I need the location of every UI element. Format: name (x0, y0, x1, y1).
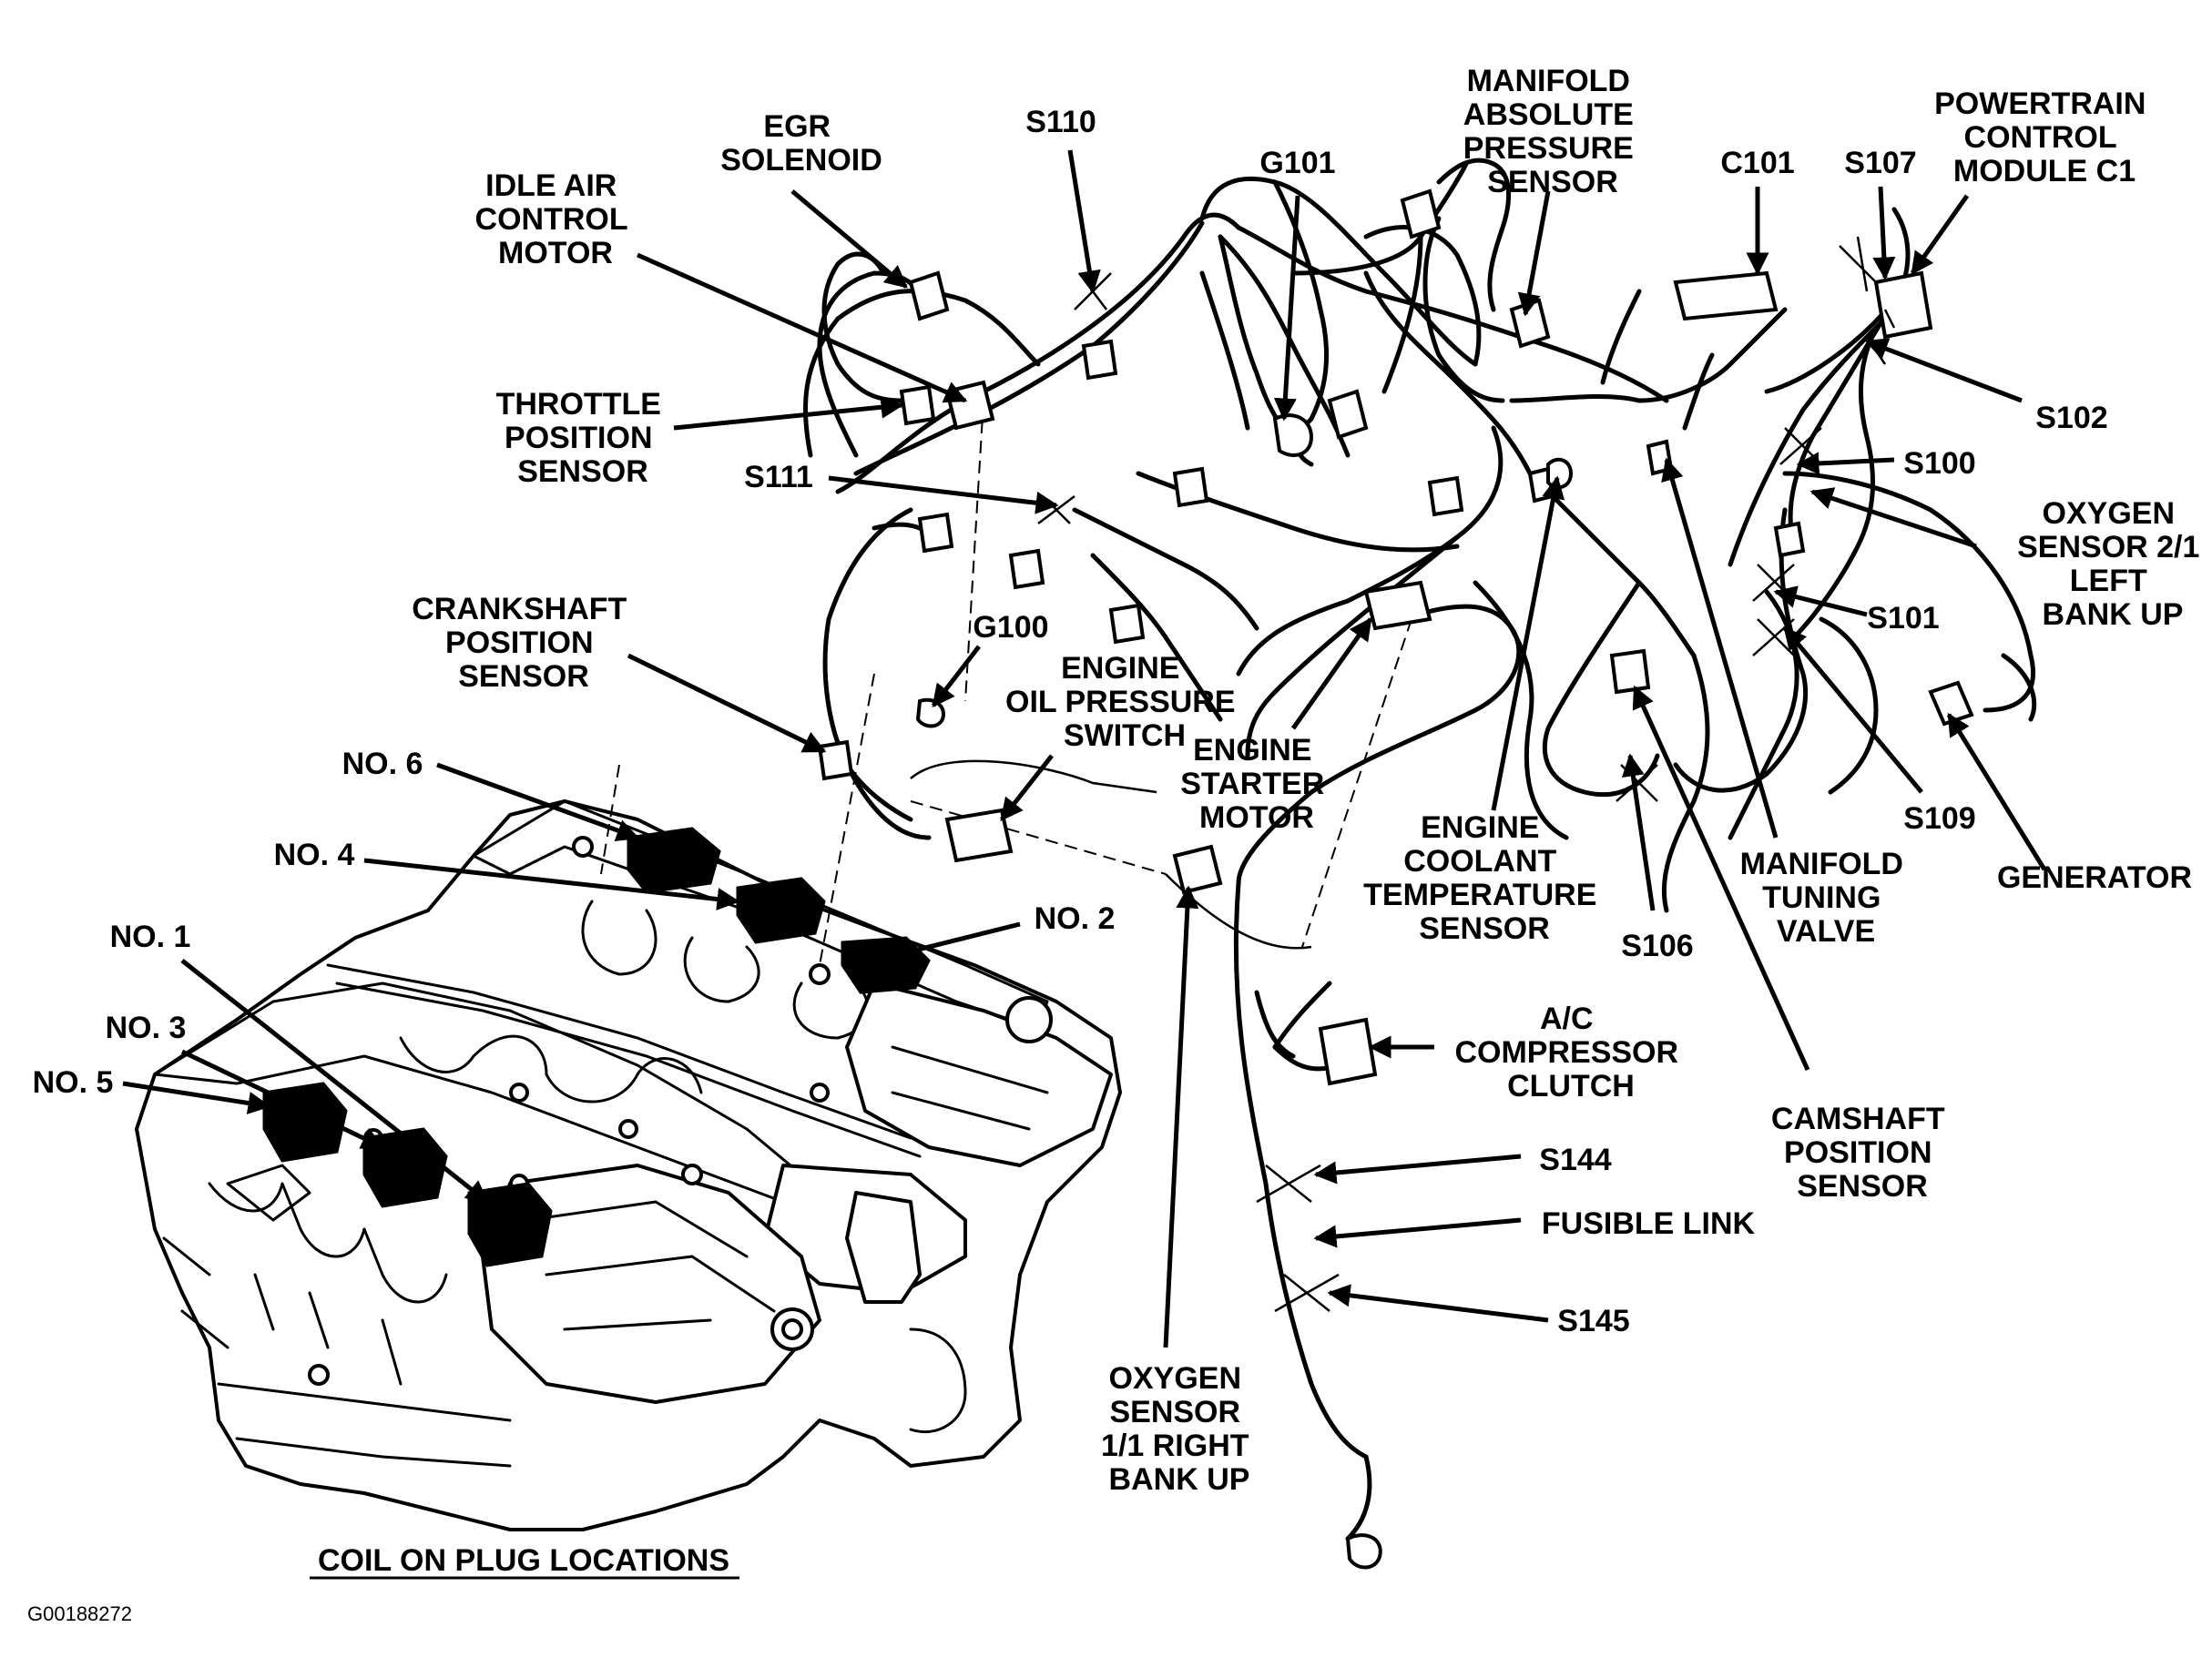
upper-connector-8 (1427, 475, 1464, 517)
o2-right-connector (1172, 844, 1223, 895)
label-g100: G100 (973, 610, 1048, 645)
crank-connector (817, 739, 854, 781)
label-s111: S111 (744, 460, 813, 494)
label-no5: NO. 5 (33, 1065, 114, 1100)
tps-connector (899, 384, 936, 426)
label-oxygen-sensor-2-1-left-bank-up: OXYGEN SENSOR 2/1 LEFT BANK UP (2017, 496, 2208, 632)
label-coil-on-plug-locations: COIL ON PLUG LOCATIONS (318, 1543, 729, 1578)
label-s100: S100 (1903, 446, 1975, 481)
camshaft-connector (1609, 648, 1651, 695)
label-egr-solenoid: EGR SOLENOID (720, 109, 882, 178)
coil-no6 (627, 827, 721, 894)
upper-connector-5 (1008, 548, 1045, 590)
label-s109: S109 (1903, 801, 1975, 836)
coil-no3 (362, 1127, 448, 1208)
ect-connector (1546, 457, 1574, 490)
upper-connector-4 (1172, 466, 1209, 508)
label-ac-compressor-clutch: A/C COMPRESSOR CLUTCH (1454, 1002, 1687, 1104)
label-s110: S110 (1025, 105, 1096, 139)
label-s145: S145 (1557, 1304, 1629, 1338)
label-s106: S106 (1621, 929, 1693, 963)
label-oxygen-sensor-1-1-right-bank-up: OXYGEN SENSOR 1/1 RIGHT BANK UP (1101, 1361, 1258, 1497)
label-c101: C101 (1720, 146, 1794, 180)
egr-connector (908, 270, 950, 321)
c101-connector (1673, 270, 1779, 321)
label-engine-coolant-temperature-sensor: ENGINE COOLANT TEMPERATURE SENSOR (1363, 810, 1605, 946)
label-idle-air-control-motor: IDLE AIR CONTROL MOTOR (475, 168, 637, 270)
map-connector (1509, 298, 1551, 349)
label-no3: NO. 3 (106, 1011, 187, 1045)
coil-no1 (467, 1182, 553, 1267)
label-manifold-tuning-valve: MANIFOLD TUNING VALVE (1740, 847, 1912, 949)
figure-id: G00188272 (27, 1602, 132, 1625)
g100-ring (915, 697, 945, 728)
upper-connector-6 (1108, 603, 1146, 645)
o2-left-connector (1773, 521, 1806, 558)
labels: EGR SOLENOID IDLE AIR CONTROL MOTOR S110… (27, 64, 2208, 1625)
upper-connector-7 (917, 512, 954, 554)
leader-arrows (122, 149, 2047, 1348)
label-crankshaft-position-sensor: CRANKSHAFT POSITION SENSOR (412, 592, 636, 694)
label-camshaft-position-sensor: CAMSHAFT POSITION SENSOR (1771, 1102, 1953, 1204)
oil-pressure-connector (944, 808, 1014, 863)
label-powertrain-control-module-c1: POWERTRAIN CONTROL MODULE C1 (1934, 86, 2155, 188)
label-fusible-link: FUSIBLE LINK (1542, 1206, 1756, 1241)
label-throttle-position-sensor: THROTTLE POSITION SENSOR (496, 387, 670, 489)
starter-connector (1363, 580, 1432, 631)
label-engine-oil-pressure-switch: ENGINE OIL PRESSURE SWITCH (1005, 651, 1244, 753)
label-no6: NO. 6 (342, 747, 423, 781)
upper-connector-2 (1327, 389, 1369, 440)
label-no1: NO. 1 (110, 920, 191, 954)
label-manifold-absolute-pressure-sensor: MANIFOLD ABSOLUTE PRESSURE SENSOR (1463, 64, 1643, 199)
ac-connector (1318, 1017, 1378, 1086)
label-s101: S101 (1867, 601, 1939, 636)
g101-ring (1272, 413, 1314, 457)
upper-connector-3 (1081, 339, 1118, 381)
iac-connector (944, 380, 995, 431)
upper-connector-1 (1400, 188, 1442, 239)
label-engine-starter-motor: ENGINE STARTER MOTOR (1180, 733, 1332, 835)
label-no4: NO. 4 (274, 838, 355, 872)
coil-no2 (841, 936, 931, 994)
label-s107: S107 (1844, 146, 1916, 180)
label-s102: S102 (2035, 401, 2107, 435)
ground-ring (1345, 1533, 1382, 1570)
coil-no4 (736, 877, 826, 944)
pcm-connector (1873, 270, 1933, 340)
label-generator: GENERATOR (1997, 860, 2192, 895)
label-g101: G101 (1259, 146, 1335, 180)
label-no2: NO. 2 (1035, 901, 1116, 936)
engine-block (135, 799, 1122, 1531)
label-s144: S144 (1539, 1143, 1611, 1177)
